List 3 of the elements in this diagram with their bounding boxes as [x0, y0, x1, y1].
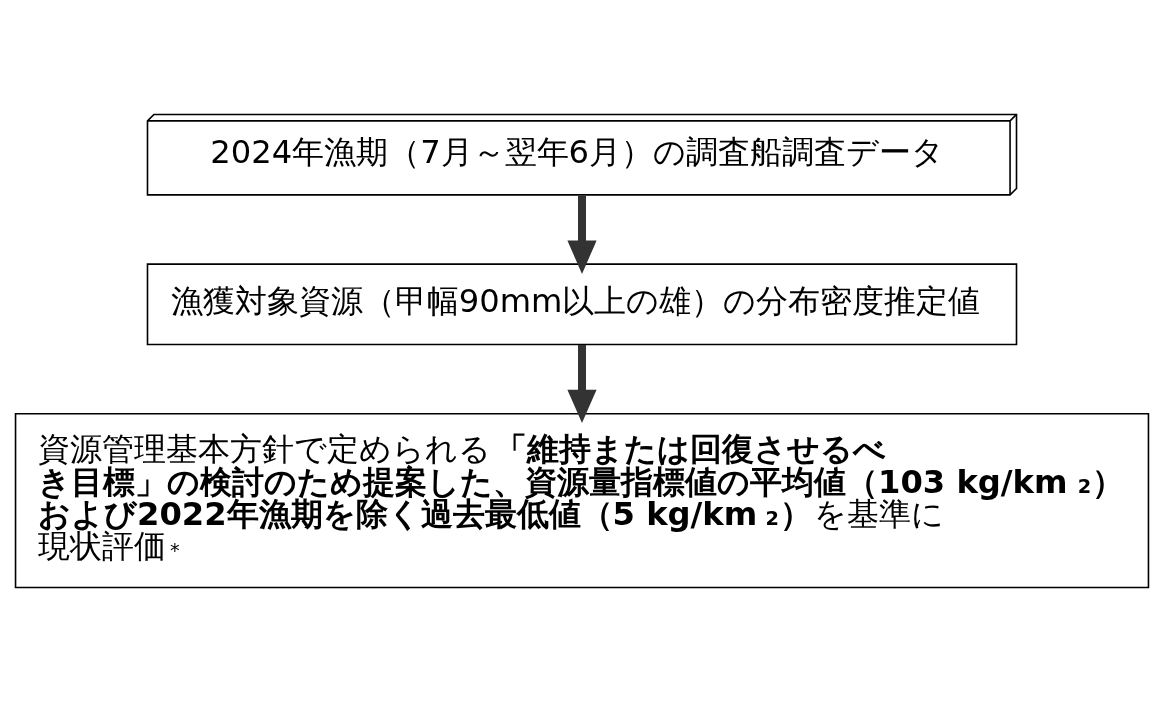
arrow: [567, 345, 597, 423]
arrow: [567, 195, 597, 274]
node-box: 漁獲対象資源（甲幅90mm以上の雄）の分布密度推定値: [146, 263, 1018, 346]
